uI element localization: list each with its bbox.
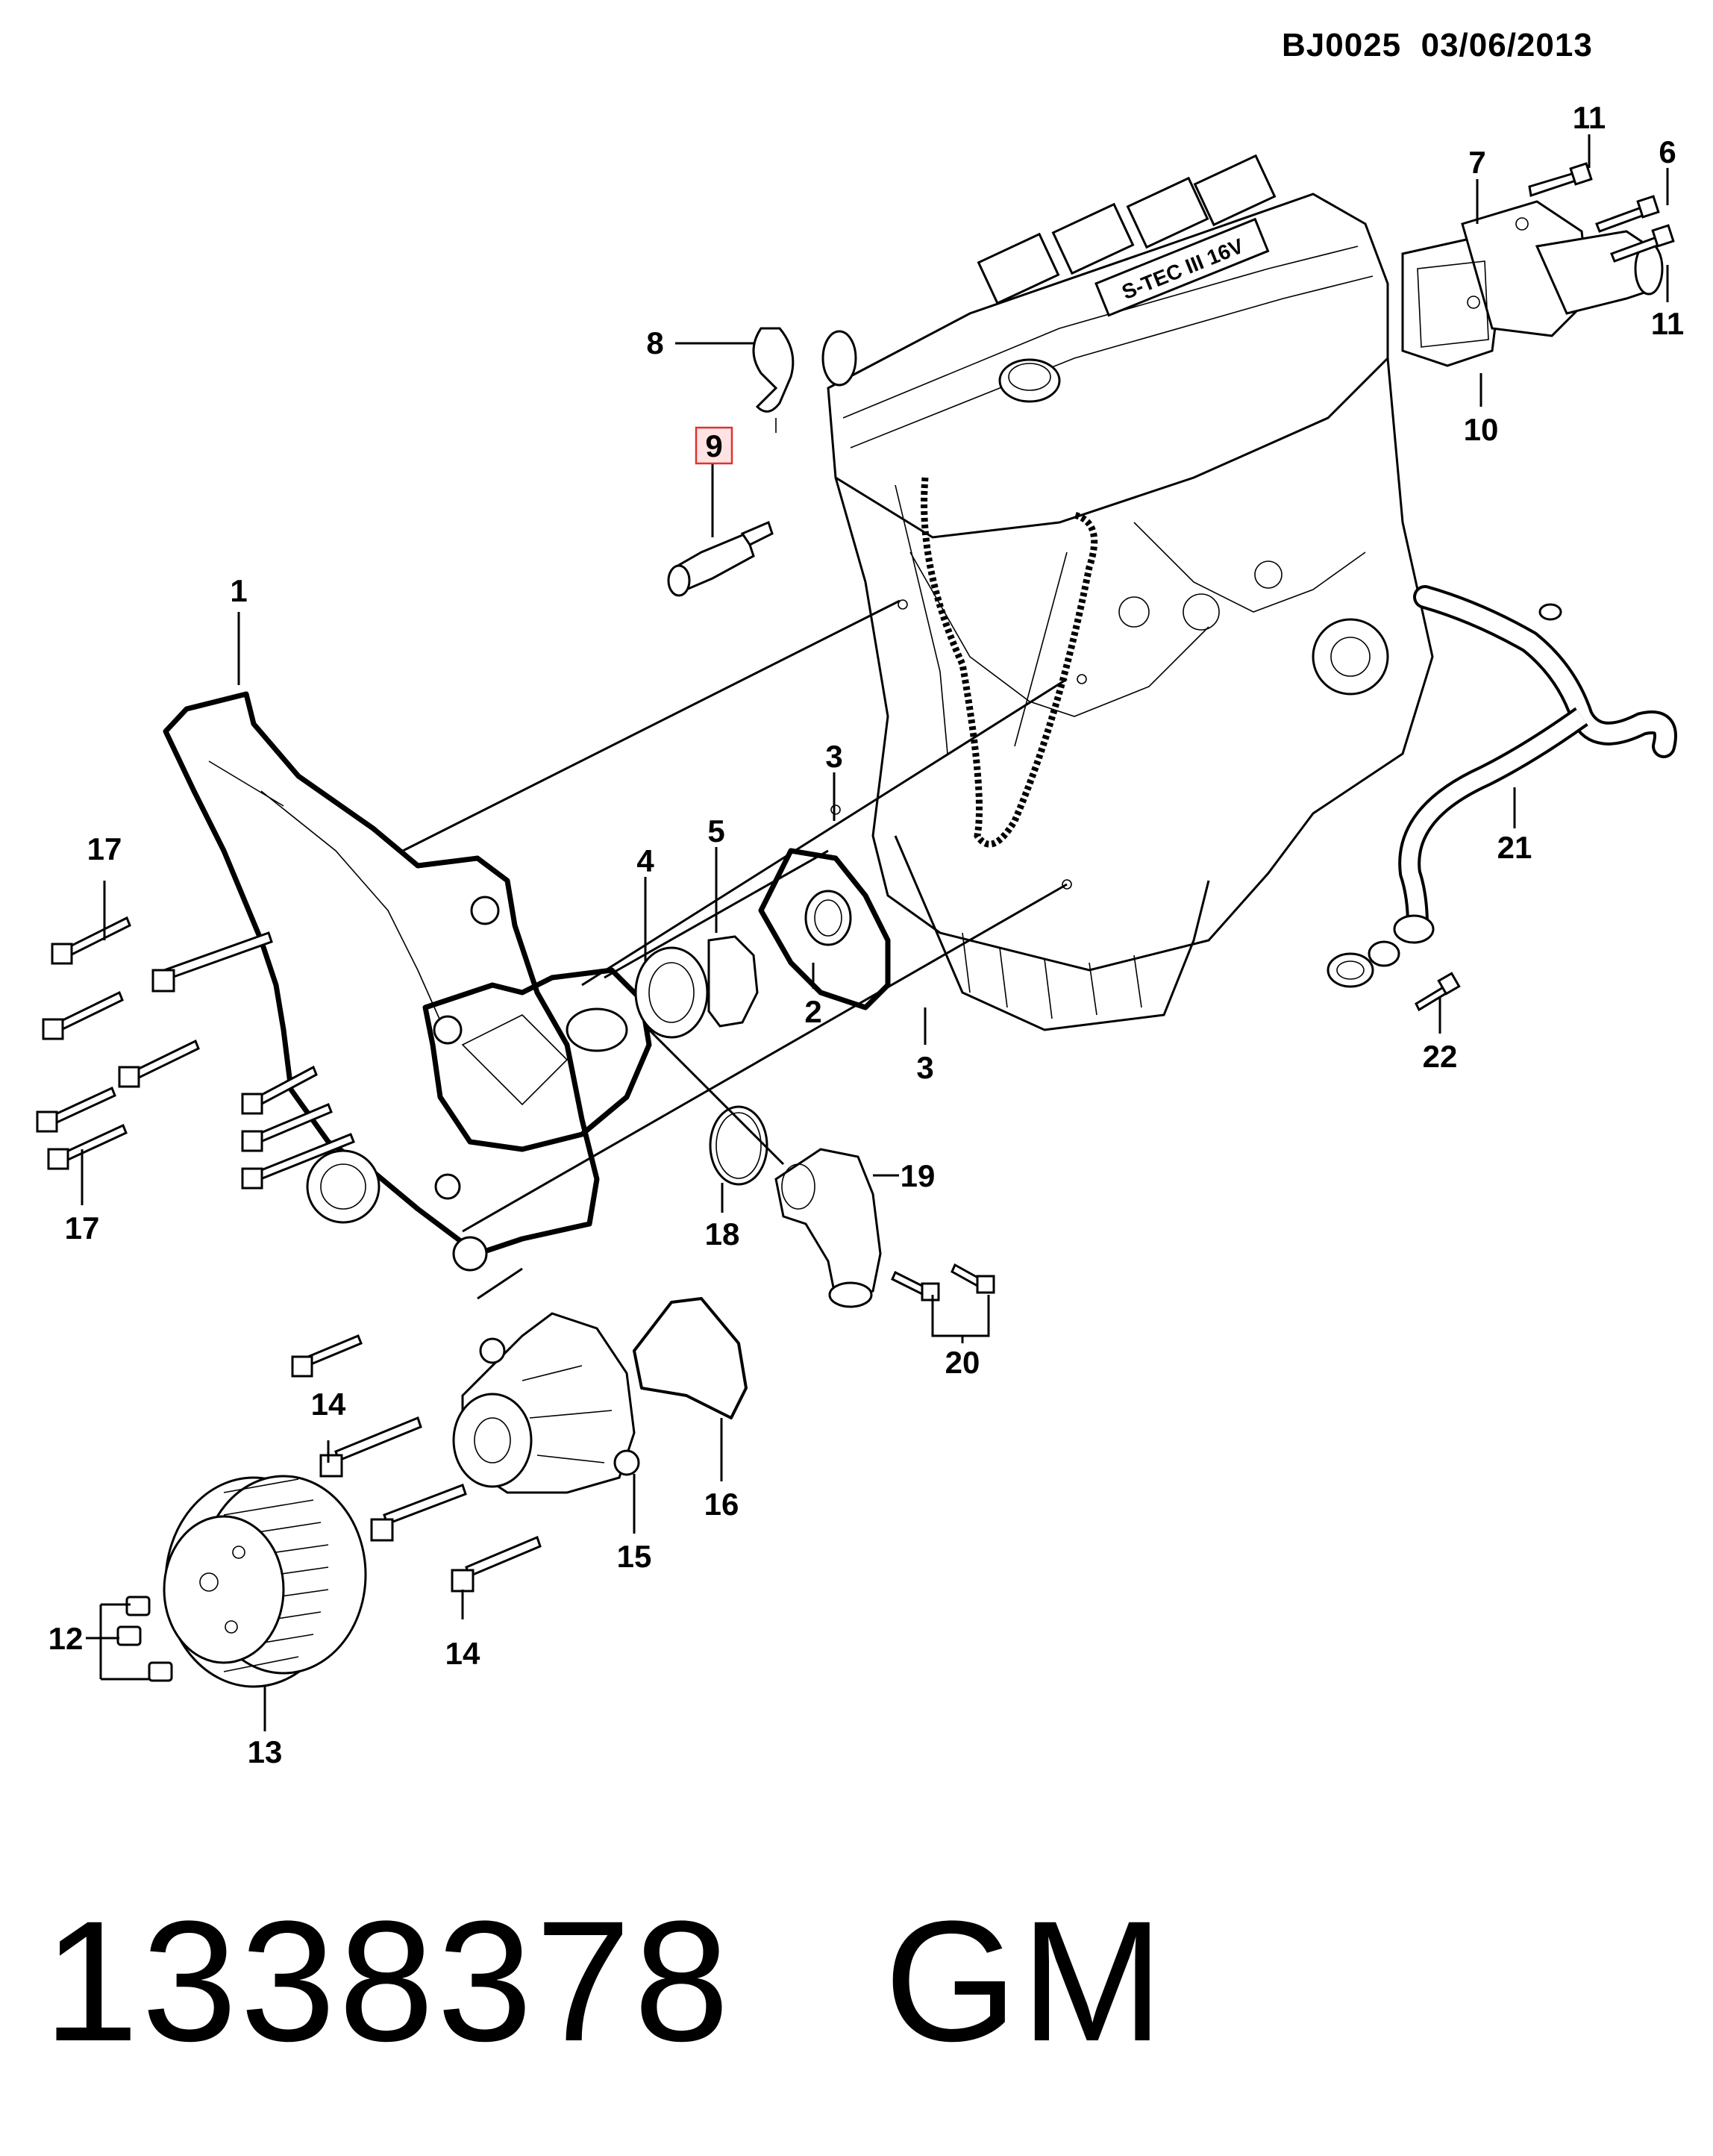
thermostat-housing — [1401, 200, 1664, 367]
pulley-bolts — [116, 1596, 173, 1682]
callout-12: 12 — [48, 1621, 84, 1656]
retaining-clip — [752, 327, 795, 433]
temperature-sensor — [667, 520, 774, 597]
engine-block: S-TEC III 16V — [821, 154, 1434, 1031]
pump-bolts — [291, 1334, 542, 1593]
callout-5: 5 — [707, 813, 724, 849]
part-number-footer: 1338378 GM — [43, 1896, 1167, 2067]
gasket-ring — [709, 1105, 768, 1186]
callout-11-top: 11 — [1573, 100, 1606, 135]
callout-3-upper: 3 — [825, 739, 842, 774]
part-number: 1338378 — [43, 1885, 733, 2077]
callout-8: 8 — [646, 325, 663, 360]
callout-20: 20 — [945, 1345, 980, 1380]
coolant-pipe — [1393, 585, 1677, 944]
brand-name: GM — [884, 1885, 1167, 2077]
callout-2: 2 — [804, 994, 821, 1029]
document-code: BJ0025 03/06/2013 — [1282, 27, 1593, 64]
callout-19: 19 — [901, 1158, 936, 1193]
callout-3-lower: 3 — [916, 1050, 933, 1085]
oil-pump-housing — [422, 967, 652, 1152]
housing-bolts — [1528, 162, 1675, 263]
o-rings-and-bolt — [1327, 940, 1461, 1012]
callout-9-highlight — [695, 426, 733, 465]
callout-22: 22 — [1423, 1039, 1458, 1074]
callout-15: 15 — [617, 1539, 652, 1574]
crank-pulley — [163, 1475, 367, 1688]
callout-6: 6 — [1659, 134, 1676, 169]
front-cover — [163, 691, 600, 1272]
callout-16: 16 — [704, 1487, 739, 1522]
callout-14-lower: 14 — [445, 1636, 480, 1671]
callout-17-upper: 17 — [87, 831, 122, 866]
callout-4: 4 — [636, 843, 654, 878]
water-outlet-elbow — [774, 1148, 882, 1308]
callout-11-right: 11 — [1651, 306, 1684, 341]
pump-plate — [758, 848, 891, 1010]
callout-13: 13 — [248, 1734, 283, 1769]
callout-14-upper: 14 — [311, 1387, 346, 1422]
callout-21: 21 — [1497, 830, 1532, 865]
callout-7: 7 — [1468, 145, 1485, 180]
callout-18: 18 — [705, 1216, 740, 1252]
callout-10: 10 — [1464, 412, 1499, 447]
oil-pump-rotors — [634, 935, 759, 1039]
elbow-bolts — [891, 1263, 995, 1302]
leader-lines — [81, 134, 1669, 1731]
callout-labels: 1 2 3 3 4 5 6 7 8 9 10 11 11 12 13 14 14… — [48, 100, 1685, 1769]
water-pump-gasket — [633, 1297, 748, 1419]
water-pump — [452, 1312, 640, 1494]
callout-1: 1 — [230, 573, 247, 608]
front-cover-bolts — [36, 916, 355, 1190]
callout-9: 9 — [705, 428, 722, 463]
document-date: 03/06/2013 — [1421, 27, 1593, 63]
document-id: BJ0025 — [1282, 27, 1402, 63]
callout-17-lower: 17 — [65, 1210, 100, 1246]
